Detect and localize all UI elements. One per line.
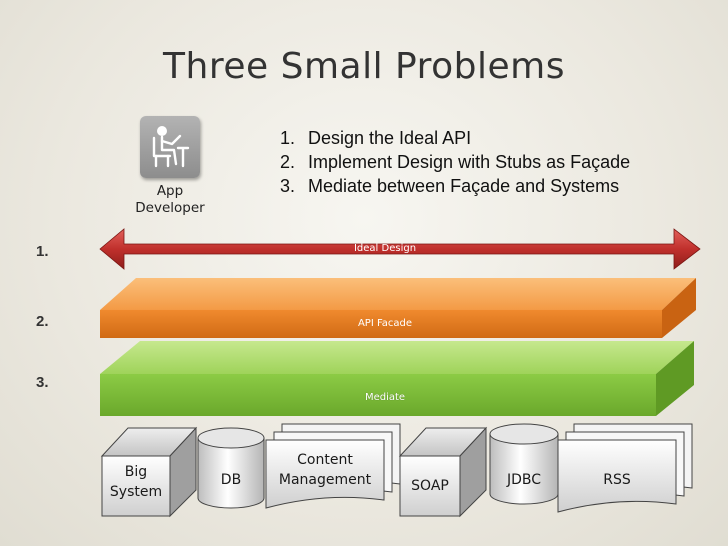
content-management-label: Content Management: [266, 450, 384, 490]
big-system-label: Big System: [102, 462, 170, 502]
step-text: Mediate between Façade and Systems: [308, 176, 620, 196]
api-facade-label: API Facade: [357, 318, 413, 329]
step-number: 3.: [280, 176, 296, 196]
mediate-slab: [100, 341, 694, 416]
step-item: 2. Implement Design with Stubs as Façade: [280, 150, 630, 174]
steps-list: 1. Design the Ideal API 2. Implement Desig…: [280, 126, 630, 198]
api-facade-slab: [100, 278, 696, 338]
db-label: DB: [220, 472, 242, 488]
jdbc-label: JDBC: [506, 472, 542, 488]
step-text: Implement Design with Stubs as Façade: [308, 152, 631, 172]
rss-documents: [557, 423, 693, 513]
step-number: 1.: [280, 128, 296, 148]
layer-number-3: 3.: [36, 374, 49, 391]
ideal-design-arrow: [99, 228, 701, 270]
mediate-label: Mediate: [364, 392, 406, 403]
seated-person-icon: [140, 116, 200, 178]
content-management-label-line2: Management: [278, 472, 372, 488]
big-system-cube: [100, 426, 198, 518]
slide-title: Three Small Problems: [163, 46, 565, 87]
jdbc-cylinder: [489, 423, 559, 505]
rss-label: RSS: [603, 472, 631, 488]
big-system-label-line2: System: [109, 484, 163, 500]
step-item: 1. Design the Ideal API: [280, 126, 630, 150]
soap-cube: [398, 426, 488, 518]
soap-label: SOAP: [411, 478, 449, 494]
step-text: Design the Ideal API: [308, 128, 472, 148]
layer-number-2: 2.: [36, 313, 49, 330]
db-cylinder: [197, 427, 265, 509]
big-system-label-line1: Big: [124, 464, 148, 480]
developer-label-line2: Developer: [135, 200, 205, 216]
ideal-design-label: Ideal Design: [353, 243, 417, 254]
developer-label-line1: App: [156, 183, 184, 199]
developer-label: App Developer: [130, 183, 210, 217]
content-management-documents: [265, 423, 401, 509]
step-item: 3. Mediate between Façade and Systems: [280, 174, 630, 198]
step-number: 2.: [280, 152, 296, 172]
layer-number-1: 1.: [36, 243, 49, 260]
content-management-label-line1: Content: [297, 452, 353, 468]
